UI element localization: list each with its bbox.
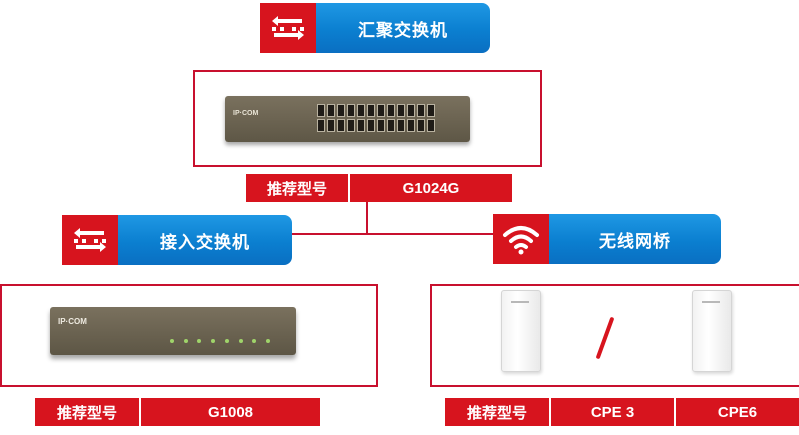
access-icon-box bbox=[62, 215, 118, 265]
wireless-model-cpe3: CPE 3 bbox=[549, 398, 674, 426]
exchange-arrows-icon bbox=[74, 228, 106, 252]
connector-horizontal bbox=[254, 233, 556, 235]
access-banner: 接入交换机 bbox=[62, 215, 292, 265]
aggregation-title: 汇聚交换机 bbox=[316, 3, 490, 53]
wireless-model-bar: 推荐型号 CPE 3 CPE6 bbox=[445, 398, 799, 426]
access-model-bar: 推荐型号 G1008 bbox=[35, 398, 320, 426]
switch-logo: IP·COM bbox=[233, 110, 259, 117]
access-model-label: 推荐型号 bbox=[35, 398, 139, 426]
switch-logo: IP·COM bbox=[58, 317, 87, 326]
wireless-title: 无线网桥 bbox=[549, 214, 721, 264]
aggregation-model-bar: 推荐型号 G1024G bbox=[246, 174, 512, 202]
aggregation-icon-box bbox=[260, 3, 316, 53]
wireless-model-cpe6: CPE6 bbox=[674, 398, 799, 426]
aggregation-banner: 汇聚交换机 bbox=[260, 3, 490, 53]
aggregation-model-label: 推荐型号 bbox=[246, 174, 348, 202]
access-title: 接入交换机 bbox=[118, 215, 292, 265]
wireless-device-frame bbox=[430, 284, 799, 387]
wireless-icon-box bbox=[493, 214, 549, 264]
cpe6-device-image bbox=[692, 290, 732, 372]
aggregation-switch-image: IP·COM bbox=[225, 96, 470, 142]
switch-ports bbox=[317, 104, 435, 132]
wireless-model-label: 推荐型号 bbox=[445, 398, 549, 426]
aggregation-model-value: G1024G bbox=[348, 174, 512, 202]
access-switch-image: IP·COM bbox=[50, 307, 296, 355]
connector-top-vertical bbox=[366, 200, 368, 234]
cpe3-device-image bbox=[501, 290, 541, 372]
exchange-arrows-icon bbox=[272, 16, 304, 40]
access-model-value: G1008 bbox=[139, 398, 320, 426]
wireless-banner: 无线网桥 bbox=[493, 214, 721, 264]
wifi-icon bbox=[503, 226, 539, 255]
switch-leds bbox=[170, 339, 270, 343]
